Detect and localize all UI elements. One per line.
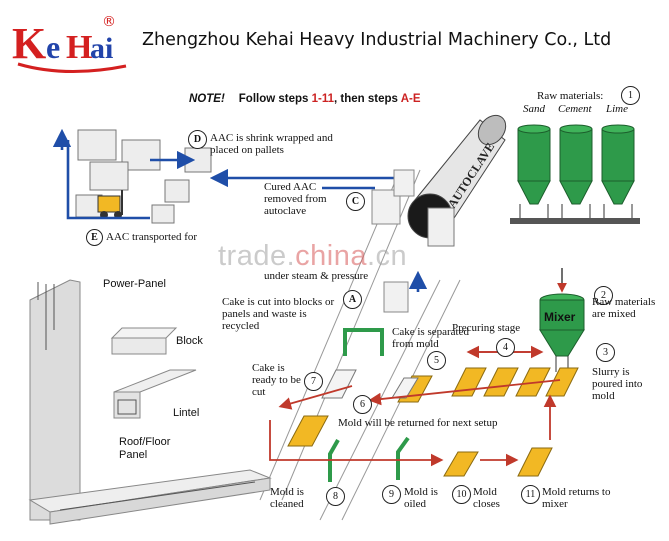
yellow-molds [287,367,579,477]
step-1-number: 1 [621,86,640,105]
step-e-label: AAC transported for [106,231,198,243]
step-7-label: Cake is ready to be cut [252,362,301,398]
watermark-part-china: china [295,240,367,272]
step-2-number: 2 [594,286,613,305]
note-line: NOTE! Follow steps 1-11, then steps A-E [189,93,421,105]
step-10-number: 10 [452,485,471,504]
product-label-roof-floor-panel: Roof/Floor Panel [119,436,171,461]
product-roof-floor-panel [28,469,272,525]
step-1-label: Raw materials: [537,90,604,102]
step-d-letter: D [188,130,207,149]
cement-silos [510,124,640,224]
blue-flow-arrows [52,128,428,292]
registered-mark: ® [102,14,116,30]
step-5-label: Cake is separated from mold [392,326,469,350]
note-text-middle: , then steps [334,93,401,105]
product-label-block: Block [176,335,203,347]
trade-china-watermark: trade.china.cn [218,240,407,273]
raw-item-sand: Sand [523,103,545,115]
mixer-label: Mixer [544,310,576,324]
product-label-lintel: Lintel [173,407,200,419]
note-steps-numeric: 1-11 [311,93,335,105]
company-name: Zhengzhou Kehai Heavy Industrial Machine… [142,30,612,50]
white-cakes [321,369,419,399]
step-4-number: 4 [496,338,515,357]
watermark-part-trade: trade. [218,240,296,272]
step-a-letter: A [343,290,362,309]
step-5-number: 5 [427,351,446,370]
logo-letter-k: K [12,19,46,68]
note-label: NOTE! [189,93,225,105]
step-7-number: 7 [304,372,323,391]
step-a-label: Cake is cut into blocks or panels and wa… [222,296,335,332]
step-4-label: Precuring stage [452,322,521,334]
raw-item-lime: Lime [606,103,628,115]
step-d-label: AAC is shrink wrapped and placed on pall… [210,132,333,156]
step-9-label: Mold is oiled [404,486,438,510]
autoclave-cylinder [407,114,507,247]
logo-swoosh [17,62,127,74]
note-text-before: Follow steps [238,93,312,105]
logo-letter-h: H [66,29,92,66]
step-b-partial-label: under steam & pressure [264,270,369,282]
step-10-label: Mold closes [473,486,500,510]
step-2-label: Raw materials are mixed [592,296,656,320]
step-e-letter: E [86,229,103,246]
product-lintel [113,369,197,419]
product-power-panel [29,279,81,521]
cut-cake-stacks [371,169,415,313]
raw-item-cement: Cement [558,103,592,115]
step-3-number: 3 [596,343,615,362]
step-11-number: 11 [521,485,540,504]
step-3-label: Slurry is poured into mold [592,366,643,402]
step-9-number: 9 [382,485,401,504]
logo-letter-e: e [46,29,60,65]
note-steps-alpha: A-E [400,93,421,105]
green-gantries [328,328,410,482]
forklift [97,190,123,219]
product-label-power-panel: Power-Panel [103,278,166,290]
watermark-part-cn: .cn [367,240,408,272]
step-8-label: Mold is cleaned [270,486,304,510]
step-c-letter: C [346,192,365,211]
step-8-number: 8 [326,487,345,506]
step-c-label: Cured AAC removed from autoclave [264,181,327,217]
logo-letters-ai: ai [90,32,113,65]
product-block [110,327,178,355]
step-6-number: 6 [353,395,372,414]
step-11-label: Mold returns to mixer [542,486,611,510]
kehai-logo: K e H ai ® [12,14,127,74]
mixer-tank [539,293,585,372]
step-6-label: Mold will be returned for next setup [338,417,498,429]
